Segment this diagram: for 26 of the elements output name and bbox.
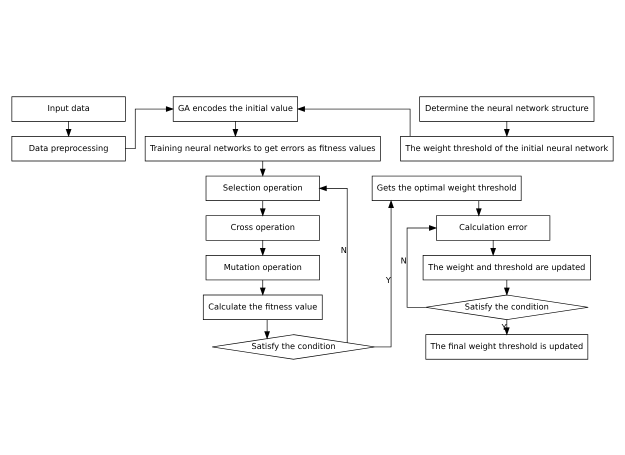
arrow xyxy=(406,224,438,308)
node-box: The final weight threshold is updated xyxy=(425,334,588,360)
node-box: Determine the neural network structure xyxy=(419,96,594,122)
node-box: Calculate the fitness value xyxy=(202,294,323,320)
node-diamond: Satisfy the condition xyxy=(212,334,376,360)
node-box: Data preprocessing xyxy=(12,136,126,161)
node-box: Selection operation xyxy=(206,175,320,200)
edge-label: N xyxy=(340,244,347,254)
node-box: Calculation error xyxy=(436,214,550,240)
node-box: Mutation operation xyxy=(206,254,320,280)
node-box: GA encodes the initial value xyxy=(172,96,298,122)
node-box: Cross operation xyxy=(206,214,320,240)
node-box: Gets the optimal weight threshold xyxy=(372,175,522,200)
node-box: Training neural networks to get errors as fitness values xyxy=(144,136,381,161)
edge-label: Y xyxy=(502,322,507,332)
edge-label: Y xyxy=(386,274,391,285)
arrow xyxy=(264,318,270,339)
arrow xyxy=(296,106,410,136)
node-diamond: Satisfy the condition xyxy=(425,294,589,320)
node-box: The weight threshold of the initial neural network xyxy=(400,136,614,161)
edge-label: N xyxy=(400,254,407,265)
node-box: The weight and threshold are updated xyxy=(422,254,591,280)
arrow xyxy=(318,184,348,343)
arrow xyxy=(374,199,394,347)
arrow xyxy=(232,120,238,137)
node-box: Input data xyxy=(12,96,126,122)
